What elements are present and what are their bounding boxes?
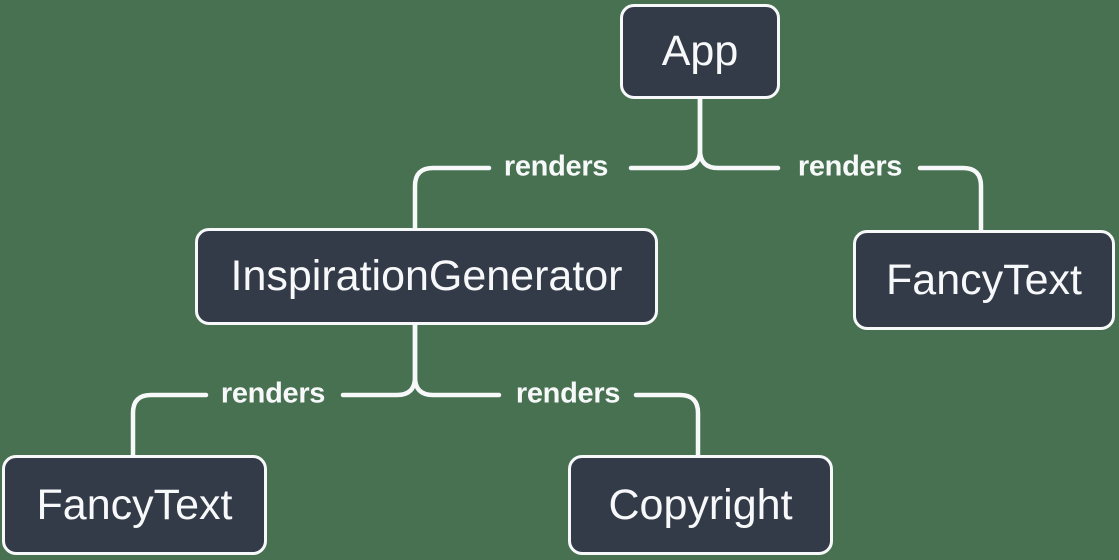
tree-node-fancy-text-top-right-label: FancyText bbox=[886, 255, 1082, 304]
tree-node-inspiration-generator: InspirationGenerator bbox=[195, 228, 658, 325]
edge-app-to-fancytext bbox=[697, 96, 984, 234]
edge-label-renders-app-inspirationgenerator: renders bbox=[503, 150, 609, 183]
tree-node-copyright: Copyright bbox=[568, 455, 833, 555]
edge-label-renders-inspirationgenerator-copyright: renders bbox=[515, 377, 621, 410]
edge-label-renders-app-fancytext: renders bbox=[797, 150, 903, 183]
edge-inspirationgenerator-to-copyright bbox=[412, 321, 701, 459]
tree-node-inspiration-generator-label: InspirationGenerator bbox=[230, 252, 623, 300]
tree-node-fancy-text-bottom-left: FancyText bbox=[2, 455, 267, 555]
tree-node-fancy-text-bottom-left-label: FancyText bbox=[36, 480, 233, 529]
tree-node-fancy-text-top-right: FancyText bbox=[853, 230, 1115, 330]
tree-node-app: App bbox=[620, 4, 780, 99]
tree-node-app-label: App bbox=[661, 27, 739, 75]
edge-label-renders-inspirationgenerator-fancytext: renders bbox=[220, 377, 326, 410]
tree-node-copyright-label: Copyright bbox=[608, 480, 793, 529]
